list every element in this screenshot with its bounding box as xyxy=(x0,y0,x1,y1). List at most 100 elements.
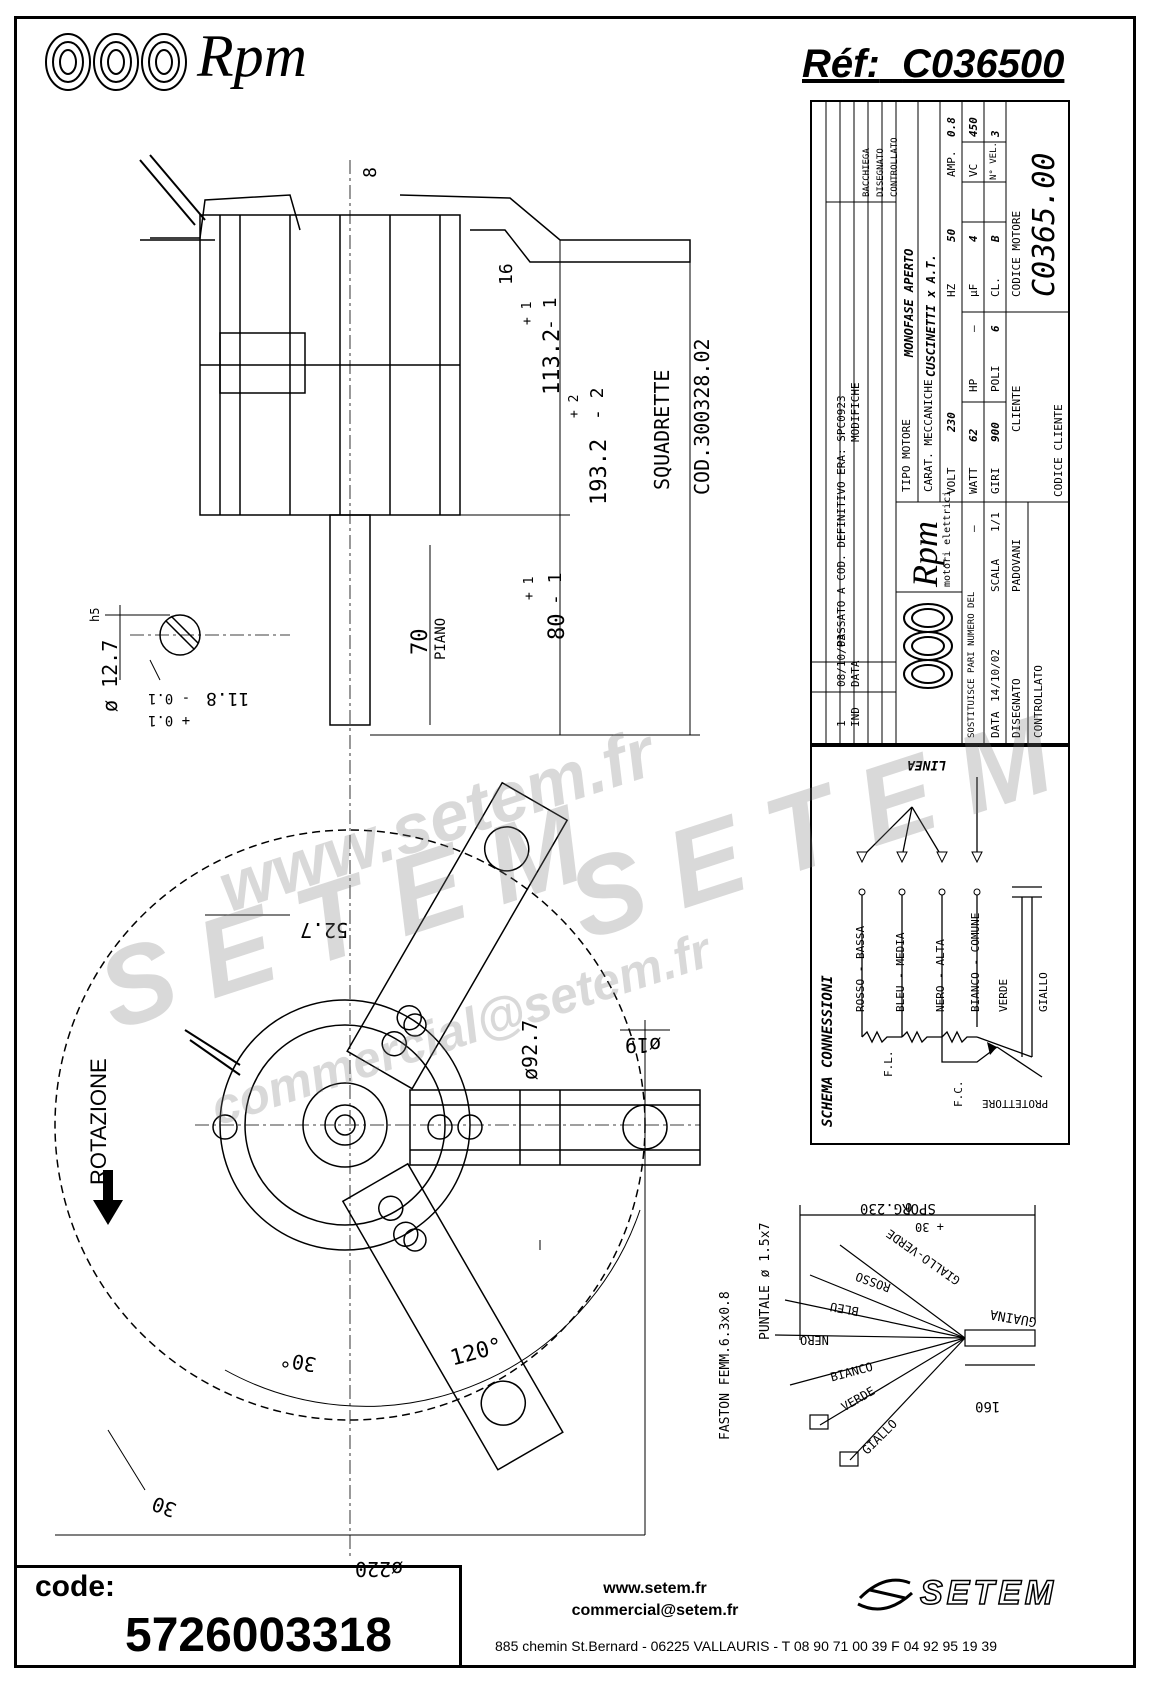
sporg-tol-zero: 0 xyxy=(905,1200,913,1214)
company-sub: motori elettrici xyxy=(942,490,953,587)
sporg-tol-plus: + 30 xyxy=(915,1220,944,1234)
data-label: DATA xyxy=(989,711,1002,739)
spec-amp-value: 0.8 xyxy=(945,117,958,137)
dim-70: 70 xyxy=(408,628,433,656)
squadrette-label: SQUADRETTE xyxy=(650,369,674,490)
carat-label: CARAT. MECCANICHE xyxy=(922,379,935,492)
shaft-fit: h5 xyxy=(88,607,102,622)
scala-label: SCALA xyxy=(989,558,1002,592)
spec-watt-label: WATT xyxy=(967,467,980,495)
rev-sign-controllato: CONTROLLATO xyxy=(890,137,900,197)
rpm-small-coil-icon xyxy=(903,603,953,689)
dim-193-tol-minus: - 2 xyxy=(587,387,608,420)
rpm-brand: Rpm xyxy=(197,23,307,89)
shaft-diameter: ø 12.7 xyxy=(98,639,122,712)
dim-113-tol-minus: - 1 xyxy=(540,297,561,330)
schema-wire-bianco: BIANCO - COMUNE xyxy=(969,912,982,1012)
schema-wire-verde: VERDE xyxy=(997,978,1010,1012)
schema-wire-giallo: GIALLO xyxy=(1037,972,1050,1012)
schema-linea: LINEA xyxy=(907,757,947,772)
spec-amp-label: AMP. xyxy=(945,150,958,178)
flat-tol-plus: + 0.1 xyxy=(148,712,191,728)
drawing-frame xyxy=(14,16,1136,1668)
spec-uf-value: 4 xyxy=(967,235,980,242)
motor-drawing xyxy=(54,154,701,1560)
dim-113-tol-plus: + 1 xyxy=(520,301,535,325)
carat-value: CUSCINETTI x A.T. xyxy=(924,254,938,377)
rev-date-header: DATA xyxy=(849,660,862,688)
sporg-label: SPORG.230 xyxy=(860,1200,936,1216)
company-logo xyxy=(900,600,956,695)
squadrette-code: COD.300328.02 xyxy=(690,338,714,495)
piano-label: PIANO xyxy=(433,617,449,660)
dim-80-tol-minus: - 1 xyxy=(545,572,566,605)
disegnato-value: PADOVANI xyxy=(1010,539,1023,592)
dim-80: 80 xyxy=(545,613,570,641)
spec-poli-label: POLI xyxy=(989,365,1002,393)
code-label: code: xyxy=(35,1570,116,1603)
rev-index-1: 1 xyxy=(835,720,848,727)
schema-title: SCHEMA CONNESSIONI xyxy=(820,975,836,1127)
footer-address: 885 chemin St.Bernard - 06225 VALLAURIS … xyxy=(495,1638,997,1654)
setem-logo: SETEM xyxy=(850,1568,1110,1618)
spec-uf-label: µF xyxy=(967,283,980,297)
codice-cliente-label: CODICE CLIENTE xyxy=(1052,404,1065,497)
spec-giri-label: GIRI xyxy=(989,467,1002,495)
schema-protettore: PROTETTORE xyxy=(982,1097,1049,1110)
sostituisce-value: – xyxy=(967,525,980,532)
cliente-label: CLIENTE xyxy=(1010,385,1023,432)
rotazione-label: ROTAZIONE xyxy=(86,1058,111,1185)
schema-wiring-diagram xyxy=(856,777,1043,1078)
spec-cl-value: B xyxy=(989,235,1002,242)
spec-volt-value: 230 xyxy=(945,412,958,432)
reference-number: Réf: C036500 xyxy=(802,42,1064,87)
disegnato-label: DISEGNATO xyxy=(1010,678,1023,738)
faston-label: FASTON FEMM.6.3x0.8 xyxy=(718,1291,733,1440)
footer-email[interactable]: commercial@setem.fr xyxy=(571,1602,739,1619)
footer-contact: www.setem.fr commercial@setem.fr xyxy=(540,1578,770,1622)
rpm-coil-logo-icon xyxy=(45,33,187,91)
dim-113: 113.2 xyxy=(540,328,565,395)
codice-motore-label: CODICE MOTORE xyxy=(1010,210,1023,297)
spec-nvel-value: 3 xyxy=(989,130,1002,137)
code-value: 5726003318 xyxy=(125,1609,392,1662)
spec-vc-value: 450 xyxy=(967,117,980,137)
dim-193-tol-plus: + 2 xyxy=(567,394,582,418)
spec-hz-label: HZ xyxy=(945,283,958,297)
tipo-motore-value: MONOFASE APERTO xyxy=(902,248,916,357)
spec-hp-label: HP xyxy=(967,378,980,392)
code-box: code: 5726003318 xyxy=(14,1565,462,1668)
dim-193: 193.2 xyxy=(587,438,612,505)
sostituisce-label: SOSTITUISCE PARI NUMERO DEL xyxy=(967,591,977,738)
dim-16: 16 xyxy=(496,263,517,285)
title-block-grid xyxy=(812,102,1068,743)
dim-80-tol-plus: + 1 xyxy=(522,576,537,600)
title-block: 1 08/10/03 PASSATO A COD. DEFINITIVO ERA… xyxy=(810,100,1070,745)
company-brand: Rpm xyxy=(905,521,945,587)
tipo-motore-label: TIPO MOTORE xyxy=(900,419,913,492)
rev-sign-disegnato: DISEGNATO xyxy=(876,148,886,197)
setem-logo-text: SETEM xyxy=(919,1573,1058,1613)
schema-wire-rosso: ROSSO - BASSA xyxy=(854,925,867,1012)
flat-dim: 11.8 xyxy=(206,688,250,709)
flat-tol-minus: - 0.1 xyxy=(148,690,191,706)
spec-hp-value: – xyxy=(967,325,980,332)
spec-cl-label: CL. xyxy=(989,277,1002,297)
spec-watt-value: 62 xyxy=(967,428,980,442)
cable-detail xyxy=(774,1205,1036,1467)
rpm-logo: Rpm xyxy=(42,23,362,96)
scala-value: 1/1 xyxy=(989,512,1002,532)
spec-hz-value: 50 xyxy=(945,228,958,242)
dim-8: 8 xyxy=(359,167,381,178)
footer-website[interactable]: www.setem.fr xyxy=(603,1580,707,1597)
puntale-label: PUNTALE ø 1.5x7 xyxy=(758,1222,773,1340)
spec-vc-label: VC xyxy=(967,163,980,177)
schema-fc: F.C. xyxy=(952,1080,965,1108)
rev-sign-bacchiega: BACCHIEGA xyxy=(862,148,872,197)
spec-nvel-label: N° VEL. xyxy=(989,142,999,180)
ref-label: Réf: xyxy=(802,42,880,86)
rev-index-header: IND xyxy=(849,707,862,727)
schema-fl: F.L. xyxy=(882,1050,895,1078)
controllato-label: CONTROLLATO xyxy=(1032,665,1045,738)
rev-modifiche-header: MODIFICHE xyxy=(849,382,862,442)
